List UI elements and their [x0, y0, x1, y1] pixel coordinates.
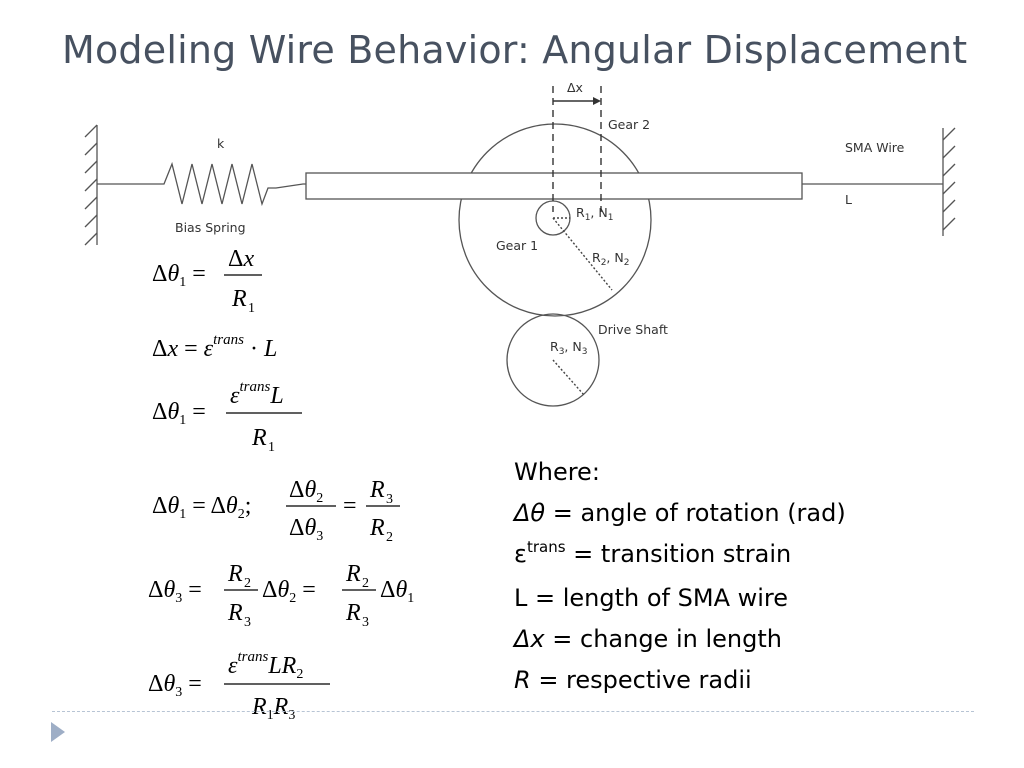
- r1-n1-label: R1, N1: [576, 205, 613, 223]
- svg-text:Δθ1 = Δθ2;: Δθ1 = Δθ2;: [152, 493, 251, 522]
- legend-superscript: trans: [526, 538, 566, 556]
- legend-text: = transition strain: [565, 540, 792, 568]
- gear-2-label: Gear 2: [608, 117, 650, 132]
- svg-text:R: R: [231, 286, 247, 312]
- svg-text:Δθ3 =: Δθ3 =: [148, 671, 202, 700]
- svg-text:R: R: [345, 561, 361, 587]
- slide-title: Modeling Wire Behavior: Angular Displace…: [62, 28, 968, 72]
- delta-x-arrowhead: [593, 97, 601, 105]
- svg-text:Δθ2: Δθ2: [289, 477, 323, 506]
- delta-x-label: Δx: [567, 80, 583, 95]
- legend-text: = length of SMA wire: [527, 584, 789, 612]
- legend-item-epsilon: εtrans = transition strain: [514, 534, 846, 578]
- sma-wire-label: SMA Wire: [845, 140, 905, 155]
- svg-text:3: 3: [362, 615, 369, 630]
- legend-item-length: L = length of SMA wire: [514, 578, 846, 619]
- wire-length-label: L: [845, 192, 852, 207]
- legend-symbol: ε: [514, 540, 527, 568]
- equation-6: Δθ3 = εtransLR2 R1R3: [148, 649, 330, 723]
- svg-text:Δθ1 =: Δθ1 =: [152, 399, 206, 428]
- svg-text:Δx = εtrans · L: Δx = εtrans · L: [152, 332, 277, 362]
- svg-text:R: R: [345, 600, 361, 626]
- svg-text:R: R: [227, 600, 243, 626]
- svg-text:2: 2: [244, 576, 251, 591]
- svg-text:Δθ3: Δθ3: [289, 515, 323, 544]
- legend-text: = change in length: [544, 625, 782, 653]
- svg-text:R: R: [227, 561, 243, 587]
- delta-x-marker: [552, 86, 602, 212]
- svg-text:R: R: [251, 425, 267, 451]
- legend-symbol: R: [514, 666, 531, 694]
- svg-text:Δx: Δx: [228, 246, 254, 272]
- svg-text:Δθ1 =: Δθ1 =: [152, 261, 206, 290]
- svg-text:2: 2: [362, 576, 369, 591]
- svg-text:R: R: [369, 477, 385, 503]
- legend-symbol: Δx: [514, 625, 545, 653]
- gear-2: [458, 123, 652, 317]
- bias-spring-label: Bias Spring: [175, 220, 246, 235]
- equation-2: Δx = εtrans · L: [152, 332, 277, 362]
- drive-shaft-label: Drive Shaft: [598, 322, 668, 337]
- svg-text:1: 1: [248, 301, 255, 316]
- left-wall: [84, 124, 98, 246]
- svg-text:εtransL: εtransL: [230, 379, 284, 409]
- svg-text:2: 2: [386, 530, 393, 545]
- footer-triangle-icon: [51, 722, 65, 742]
- svg-text:Δθ1: Δθ1: [380, 577, 414, 606]
- variable-legend: Where: Δθ = angle of rotation (rad) εtra…: [514, 452, 846, 701]
- bias-spring: [97, 161, 306, 207]
- radius-lines: [552, 217, 613, 396]
- svg-text:=: =: [343, 493, 357, 519]
- right-wall: [942, 127, 956, 236]
- footer-divider: [52, 711, 974, 712]
- spring-constant-label: k: [217, 136, 225, 151]
- legend-item-delta-x: Δx = change in length: [514, 619, 846, 660]
- r3-n3-label: R3, N3: [550, 339, 587, 357]
- svg-text:1: 1: [268, 440, 275, 455]
- svg-text:R: R: [369, 515, 385, 541]
- legend-item-radii: R = respective radii: [514, 660, 846, 701]
- legend-text: = angle of rotation (rad): [545, 499, 846, 527]
- svg-text:εtransLR2: εtransLR2: [228, 649, 303, 682]
- legend-item-delta-theta: Δθ = angle of rotation (rad): [514, 493, 846, 534]
- svg-text:Δθ3 =: Δθ3 =: [148, 577, 202, 606]
- svg-text:3: 3: [386, 492, 393, 507]
- svg-text:R1R3: R1R3: [251, 694, 295, 723]
- legend-heading: Where:: [514, 458, 600, 486]
- svg-text:Δθ2 =: Δθ2 =: [262, 577, 316, 606]
- legend-text: = respective radii: [530, 666, 752, 694]
- gear-1-label: Gear 1: [496, 238, 538, 253]
- svg-text:3: 3: [244, 615, 251, 630]
- rack-bar: [305, 172, 803, 200]
- drive-shaft: [506, 313, 600, 407]
- r2-n2-label: R2, N2: [592, 250, 629, 268]
- legend-symbol: L: [514, 584, 528, 612]
- legend-symbol: Δθ: [514, 499, 546, 527]
